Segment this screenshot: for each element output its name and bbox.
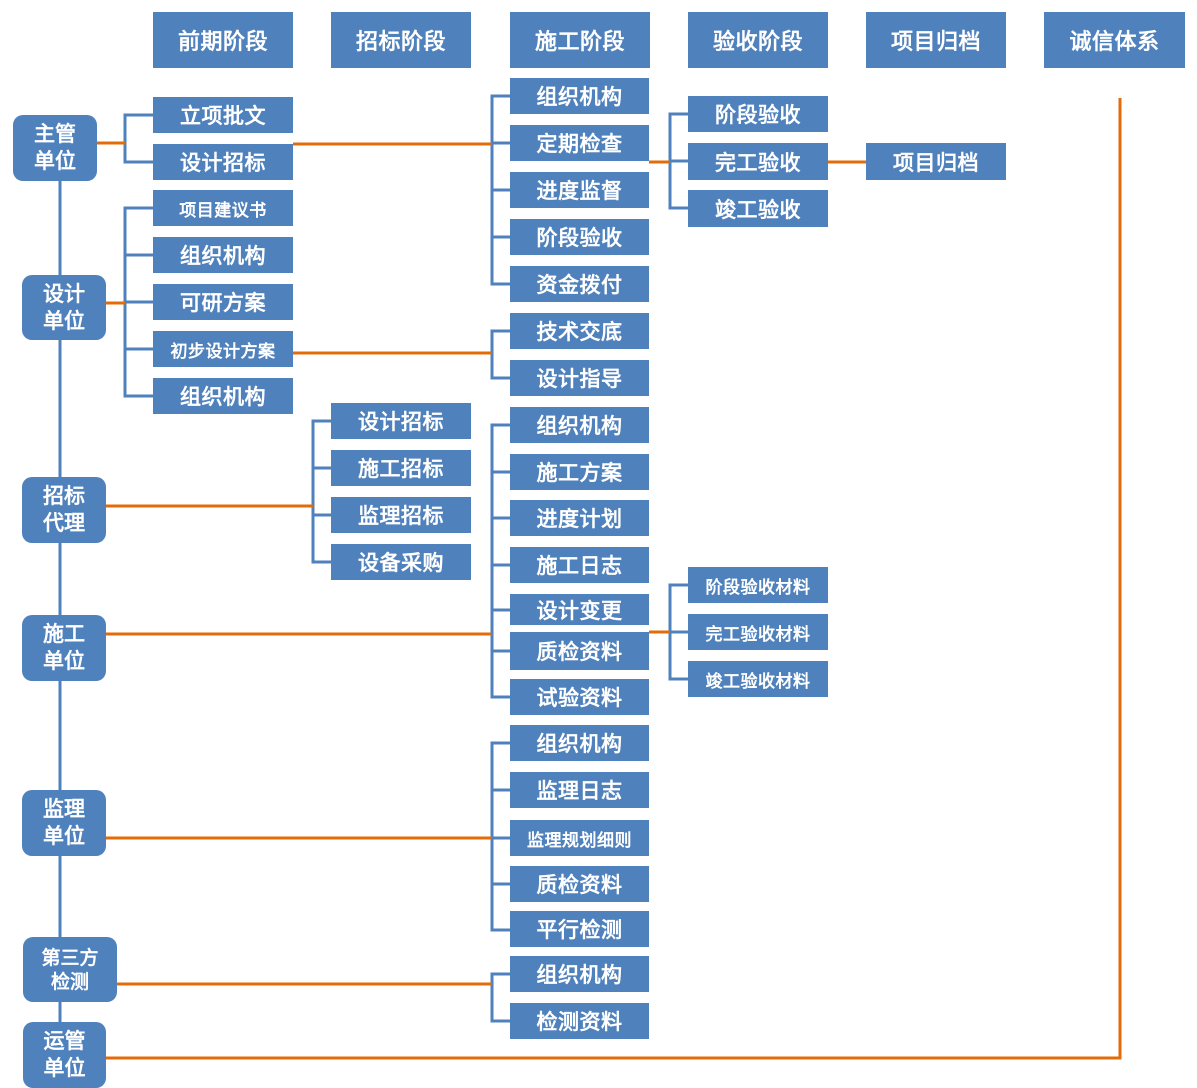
node-contractor-acceptance: 阶段验收材料: [688, 567, 828, 603]
unit-label-line: 单位: [43, 824, 85, 848]
node-authority-prelim: 设计招标: [153, 144, 293, 180]
node-contractor-acceptance: 完工验收材料: [688, 614, 828, 650]
node-design-prelim: 可研方案: [153, 284, 293, 320]
node-authority-construction: 进度监督: [510, 172, 649, 208]
node-bidding: 设计招标: [331, 403, 471, 439]
node-authority-acceptance: 竣工验收: [688, 190, 828, 227]
node-contractor-construction: 设计变更: [510, 594, 649, 625]
unit-design: 设计 单位: [22, 275, 106, 340]
node-bidding: 监理招标: [331, 497, 471, 533]
node-supervisor-construction: 平行检测: [510, 911, 649, 947]
unit-label-line: 招标: [43, 484, 85, 508]
unit-label-line: 第三方: [41, 946, 99, 969]
node-design-construction: 技术交底: [510, 313, 649, 349]
unit-third-party-testing: 第三方 检测: [23, 937, 117, 1002]
node-archive: 项目归档: [866, 143, 1006, 180]
node-contractor-construction: 试验资料: [510, 679, 649, 715]
unit-label-line: 施工: [43, 622, 85, 646]
node-authority-construction: 定期检查: [510, 125, 649, 161]
node-authority-acceptance: 完工验收: [688, 143, 828, 180]
node-third-party-construction: 组织机构: [510, 956, 649, 992]
node-design-prelim: 项目建议书: [153, 190, 293, 226]
unit-supervisor: 监理 单位: [22, 790, 106, 856]
link-operator-integrity: [106, 98, 1122, 1060]
stage-header-integrity: 诚信体系: [1044, 12, 1185, 68]
unit-competent-authority: 主管 单位: [13, 115, 97, 181]
bracket-design-construction: [490, 329, 510, 380]
stage-header-construction: 施工阶段: [510, 12, 650, 68]
node-third-party-construction: 检测资料: [510, 1003, 649, 1039]
unit-label-line: 单位: [34, 149, 76, 173]
node-authority-construction: 阶段验收: [510, 219, 649, 255]
bracket-supervisor-construction: [490, 741, 510, 932]
bracket-authority-construction: [490, 94, 510, 286]
node-authority-construction: 资金拨付: [510, 266, 649, 302]
node-contractor-construction: 施工日志: [510, 547, 649, 583]
node-authority-acceptance: 阶段验收: [688, 96, 828, 132]
unit-operator: 运管 单位: [23, 1022, 106, 1088]
unit-label-line: 监理: [43, 797, 85, 821]
bracket-bidding: [311, 419, 331, 564]
unit-label-line: 运管: [43, 1029, 86, 1053]
bracket-contractor-construction: [490, 423, 510, 699]
node-design-prelim: 初步设计方案: [153, 331, 293, 367]
bracket-design-prelim: [123, 206, 153, 398]
stage-header-preliminary: 前期阶段: [153, 12, 293, 68]
node-supervisor-construction: 监理规划细则: [510, 820, 649, 856]
node-contractor-construction: 进度计划: [510, 500, 649, 536]
unit-label-line: 主管: [34, 122, 76, 146]
unit-contractor: 施工 单位: [22, 615, 106, 681]
node-contractor-construction: 施工方案: [510, 454, 649, 490]
stage-header-archive: 项目归档: [866, 12, 1006, 68]
node-contractor-acceptance: 竣工验收材料: [688, 661, 828, 697]
node-supervisor-construction: 组织机构: [510, 725, 649, 761]
bracket-authority-acceptance: [668, 112, 688, 210]
bracket-contractor-acceptance: [668, 583, 688, 681]
stage-header-acceptance: 验收阶段: [688, 12, 828, 68]
node-design-prelim: 组织机构: [153, 378, 293, 414]
unit-label-line: 设计: [43, 281, 85, 306]
unit-label-line: 单位: [43, 1056, 86, 1080]
unit-label-line: 检测: [50, 970, 89, 993]
node-design-construction: 设计指导: [510, 360, 649, 396]
unit-label-line: 单位: [43, 649, 85, 673]
node-contractor-construction: 组织机构: [510, 407, 649, 443]
unit-label-line: 代理: [43, 511, 85, 535]
node-design-prelim: 组织机构: [153, 237, 293, 273]
node-bidding: 施工招标: [331, 450, 471, 486]
stage-header-bidding: 招标阶段: [331, 12, 471, 68]
node-supervisor-construction: 监理日志: [510, 772, 649, 808]
bracket-authority-prelim: [123, 113, 153, 164]
unit-label-line: 单位: [43, 308, 85, 333]
node-contractor-construction: 质检资料: [510, 632, 649, 670]
orange-links: [97, 98, 1122, 1060]
node-supervisor-construction: 质检资料: [510, 866, 649, 902]
node-bidding: 设备采购: [331, 544, 471, 580]
bracket-thirdparty-construction: [490, 972, 510, 1023]
node-authority-prelim: 立项批文: [153, 97, 293, 133]
unit-bidding-agent: 招标 代理: [22, 477, 106, 543]
node-authority-construction: 组织机构: [510, 78, 649, 114]
